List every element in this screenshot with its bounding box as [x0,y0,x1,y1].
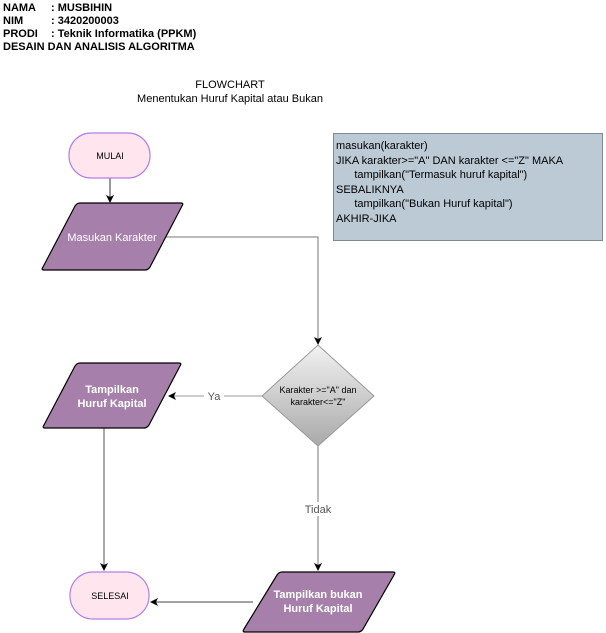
info-nama: NAMA : MUSBIHIN [3,2,196,15]
output-no-line2: Huruf Kapital [283,603,352,615]
output-yes-line2: Huruf Kapital [77,398,146,410]
yes-label: Ya [208,391,222,403]
end-terminal [69,571,150,620]
decision-diamond [261,344,375,447]
code-line: tampilkan("Termasuk huruf kapital") [336,169,528,181]
pseudocode-box: masukan(karakter) JIKA karakter>="A" DAN… [333,133,603,241]
flowchart-title: FLOWCHART [195,79,265,91]
no-label: Tidak [305,504,332,516]
label: NIM [3,15,24,27]
output-yes-parallelogram [42,362,182,429]
info-prodi: PRODI : Teknik Informatika (PPKM) [3,28,196,41]
decision-label-line1: Karakter >="A" dan [280,385,357,395]
flowchart-subtitle: Menentukan Huruf Kapital atau Bukan [137,93,323,105]
value: : MUSBIHIN [51,2,113,14]
label: NAMA [3,2,36,14]
arrow-input-to-decision [148,236,322,345]
student-info: NAMA : MUSBIHIN NIM : 3420200003 PRODI : Te… [3,2,196,54]
output-yes-line1: Tampilkan [85,384,139,396]
info-nim: NIM : 3420200003 [3,15,196,28]
course-name: DESAIN DAN ANALISIS ALGORITMA [3,41,195,53]
value: : Teknik Informatika (PPKM) [51,28,197,40]
output-no-line1: Tampilkan bukan [273,589,362,601]
code-line: SEBALIKNYA [336,183,404,196]
input-parallelogram [41,202,184,271]
end-label: SELESAI [91,591,129,601]
start-terminal [68,132,151,179]
label: PRODI [3,28,38,40]
decision-label-line2: karakter<="Z" [291,397,346,407]
output-no-parallelogram [242,571,396,633]
code-line: JIKA karakter>="A" DAN karakter <="Z" MA… [336,154,564,167]
value: : 3420200003 [51,15,119,27]
start-label: MULAI [96,151,124,161]
input-label: Masukan Karakter [67,232,157,244]
code-line: masukan(karakter) [336,140,428,152]
code-line: AKHIR-JIKA [336,212,397,225]
code-line: tampilkan("Bukan Huruf kapital") [336,198,513,210]
